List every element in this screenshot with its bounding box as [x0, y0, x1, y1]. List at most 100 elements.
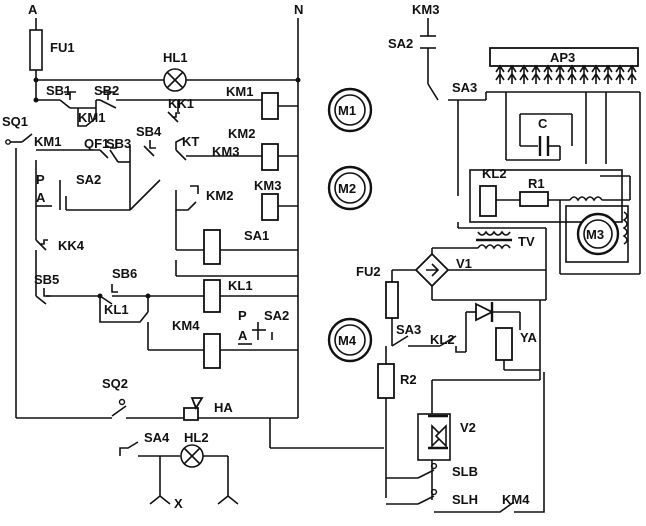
- kk1-label: KK1: [168, 96, 194, 111]
- km4-left-label: KM4: [172, 318, 200, 333]
- c-label: C: [538, 116, 548, 131]
- tv-secondary-icon: [477, 244, 511, 250]
- km4-bottom-label: KM4: [502, 492, 530, 507]
- sb6-label: SB6: [112, 266, 137, 281]
- sq2-contact-icon: [111, 405, 127, 417]
- kl1-coil-label: KL1: [228, 278, 253, 293]
- motor-m1-inner: [334, 94, 366, 126]
- sa3-mid-label: SA3: [396, 322, 421, 337]
- ap3-arrow-icon: [579, 64, 589, 84]
- kt-label: KT: [182, 134, 199, 149]
- sb4-label: SB4: [136, 124, 162, 139]
- slb-label: SLB: [452, 464, 478, 479]
- km1-coil-label: KM1: [226, 84, 253, 99]
- ap3-arrow-icon: [591, 64, 601, 84]
- km1-hold-contact-icon: [77, 108, 97, 127]
- coil-km1: [261, 92, 279, 120]
- p2-label: P: [238, 308, 247, 323]
- tv-primary-icon: [477, 230, 511, 236]
- r1-label: R1: [528, 176, 545, 191]
- coil-km4: [203, 333, 221, 369]
- ap3-arrow-icon: [603, 64, 613, 84]
- sq1-contact-icon: [21, 133, 33, 143]
- m4-label: M4: [338, 333, 357, 348]
- m2-label: M2: [338, 181, 356, 196]
- junction: [295, 77, 301, 83]
- km2-coil-label: KM2: [228, 126, 255, 141]
- sb6-pushbutton-icon: [99, 284, 118, 305]
- qf1-label: QF1: [84, 136, 109, 151]
- sa4-label: SA4: [144, 430, 170, 445]
- slb-contact-icon: [417, 469, 435, 479]
- sb4-contact-icon: [129, 179, 161, 211]
- sq1-label: SQ1: [2, 114, 28, 129]
- kl2-r1-frame: [469, 169, 623, 223]
- sq2-label: SQ2: [102, 376, 128, 391]
- coil-km2: [261, 143, 279, 171]
- sa3-mid-switch-icon: [391, 335, 409, 347]
- ap3-arrow-icon: [495, 64, 505, 84]
- junction: [33, 77, 39, 83]
- x-label: X: [174, 496, 183, 511]
- slh-terminal-icon: [430, 488, 438, 496]
- sa3-top-switch-icon: [427, 83, 439, 101]
- slh-label: SLH: [452, 492, 478, 507]
- coil-km3: [261, 193, 279, 221]
- v2-label: V2: [460, 420, 476, 435]
- m3-frame: [565, 205, 629, 263]
- sb2-label: SB2: [94, 83, 119, 98]
- ap3-arrow-icon: [615, 64, 625, 84]
- resistor-r1: [519, 191, 549, 207]
- fu1-label: FU1: [50, 40, 75, 55]
- m3-winding-icon: [622, 211, 628, 245]
- sa1-label: SA1: [244, 228, 269, 243]
- motor-m4-inner: [334, 324, 366, 356]
- kl2-contact-label: KL2: [430, 332, 455, 347]
- ap3-box: [489, 47, 639, 67]
- v2-frame: [417, 413, 451, 461]
- sa2-top-label: SA2: [388, 36, 413, 51]
- ap3-arrow-icon: [555, 64, 565, 84]
- sa2-mid-label: SA2: [264, 308, 289, 323]
- sb2-pushbutton-icon: [99, 91, 117, 109]
- slb-terminal-icon: [430, 462, 438, 470]
- km1-sq-label: KM1: [34, 134, 61, 149]
- kl1-contact-label: KL1: [104, 302, 129, 317]
- coil-ya: [495, 327, 513, 361]
- inductor-coil-icon: [569, 196, 603, 202]
- r2-label: R2: [400, 372, 417, 387]
- p1-label: P: [36, 172, 45, 187]
- sb4-pushbutton-icon: [143, 140, 156, 157]
- sb3-pushbutton-icon: [99, 140, 119, 163]
- ap3-arrow-icon: [531, 64, 541, 84]
- hl1-label: HL1: [163, 50, 188, 65]
- sa4-switch-icon: [119, 441, 139, 456]
- sb3-label: SB3: [106, 136, 131, 151]
- ap3-label: AP3: [550, 50, 575, 65]
- ap3-arrows: [495, 64, 637, 84]
- kl2-box-label: KL2: [482, 166, 507, 181]
- sq2-terminal-icon: [118, 398, 126, 406]
- diode-icon: [475, 302, 495, 322]
- sb1-pushbutton-icon: [59, 91, 76, 109]
- tv-label: TV: [518, 234, 535, 249]
- fuse-fu2: [385, 281, 399, 319]
- fu2-label: FU2: [356, 264, 381, 279]
- ha-label: HA: [214, 400, 233, 415]
- sb1-label: SB1: [46, 83, 71, 98]
- coil-kl2: [479, 185, 497, 217]
- junction: [97, 293, 103, 299]
- hl2-label: HL2: [184, 430, 209, 445]
- kl1-hold-contact-icon: [99, 296, 149, 323]
- kk4-thermal-icon: [35, 239, 48, 251]
- kk4-label: KK4: [58, 238, 85, 253]
- resistor-r2: [377, 363, 395, 399]
- coil-kl1: [203, 279, 221, 313]
- sa3-top-label: SA3: [452, 80, 477, 95]
- ya-label: YA: [520, 330, 537, 345]
- m3-label: M3: [586, 227, 604, 242]
- a2-label: A: [238, 328, 248, 343]
- km4-bottom-contact-icon: [434, 372, 545, 513]
- slh-contact-icon: [417, 495, 435, 505]
